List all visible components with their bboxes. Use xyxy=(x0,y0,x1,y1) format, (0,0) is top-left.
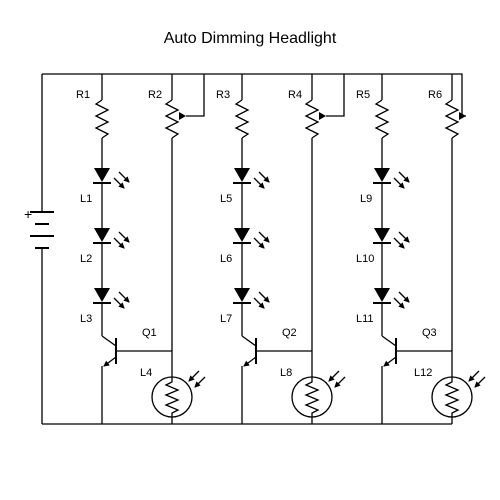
led-1 xyxy=(373,168,410,189)
led-3 xyxy=(93,288,130,309)
fixed-resistor-symbol xyxy=(94,74,110,168)
channel-3: R5 R6 L9 L10 L11 xyxy=(356,74,486,424)
led-3-label: L3 xyxy=(80,313,92,325)
led-3 xyxy=(233,288,270,309)
potentiometer-label: R4 xyxy=(288,89,302,101)
led-1-label: L9 xyxy=(360,193,372,205)
potentiometer-wiper-arrow xyxy=(319,112,326,120)
ldr-label: L12 xyxy=(414,367,432,379)
led-1 xyxy=(233,168,270,189)
ldr-symbol xyxy=(151,368,206,424)
potentiometer-symbol xyxy=(304,74,320,368)
led-3-label: L11 xyxy=(356,313,374,325)
led-1-label: L5 xyxy=(220,193,232,205)
transistor-symbol xyxy=(101,303,172,424)
led-2 xyxy=(233,228,270,249)
top-rail-wire xyxy=(42,73,463,116)
led-1 xyxy=(93,168,130,189)
led-2-label: L6 xyxy=(220,253,232,265)
led-3 xyxy=(373,288,410,309)
fixed-resistor-label: R5 xyxy=(356,89,370,101)
potentiometer-label: R2 xyxy=(148,89,162,101)
transistor-label: Q3 xyxy=(422,327,437,339)
fixed-resistor-label: R1 xyxy=(76,89,90,101)
potentiometer-symbol xyxy=(164,74,180,368)
battery-symbol: + xyxy=(24,206,54,249)
led-2-label: L2 xyxy=(80,253,92,265)
potentiometer-wiper-wire xyxy=(326,74,345,117)
power-rails xyxy=(41,73,463,425)
potentiometer-wiper-arrow xyxy=(179,112,186,120)
potentiometer-wiper-wire xyxy=(186,74,205,117)
led-1-label: L1 xyxy=(80,193,92,205)
ldr-symbol xyxy=(291,368,346,424)
led-2 xyxy=(93,228,130,249)
ldr-label: L8 xyxy=(280,367,292,379)
ldr-symbol xyxy=(431,368,486,424)
transistor-symbol xyxy=(241,303,312,424)
led-2 xyxy=(373,228,410,249)
fixed-resistor-symbol xyxy=(234,74,250,168)
potentiometer-label: R6 xyxy=(428,89,442,101)
led-2-label: L10 xyxy=(356,253,374,265)
transistor-symbol xyxy=(381,303,452,424)
transistor-label: Q1 xyxy=(142,327,157,339)
led-3-label: L7 xyxy=(220,313,232,325)
fixed-resistor-symbol xyxy=(374,74,390,168)
page-title: Auto Dimming Headlight xyxy=(163,30,337,47)
battery-plus-label: + xyxy=(24,206,32,222)
transistor-label: Q2 xyxy=(282,327,297,339)
potentiometer-wiper-arrow xyxy=(459,112,466,120)
channel-2: R3 R4 L5 L6 L7 xyxy=(216,74,346,424)
channel-1: R1 R2 L1 L2 L3 xyxy=(76,74,206,424)
potentiometer-symbol xyxy=(444,74,460,368)
fixed-resistor-label: R3 xyxy=(216,89,230,101)
ldr-label: L4 xyxy=(140,367,152,379)
